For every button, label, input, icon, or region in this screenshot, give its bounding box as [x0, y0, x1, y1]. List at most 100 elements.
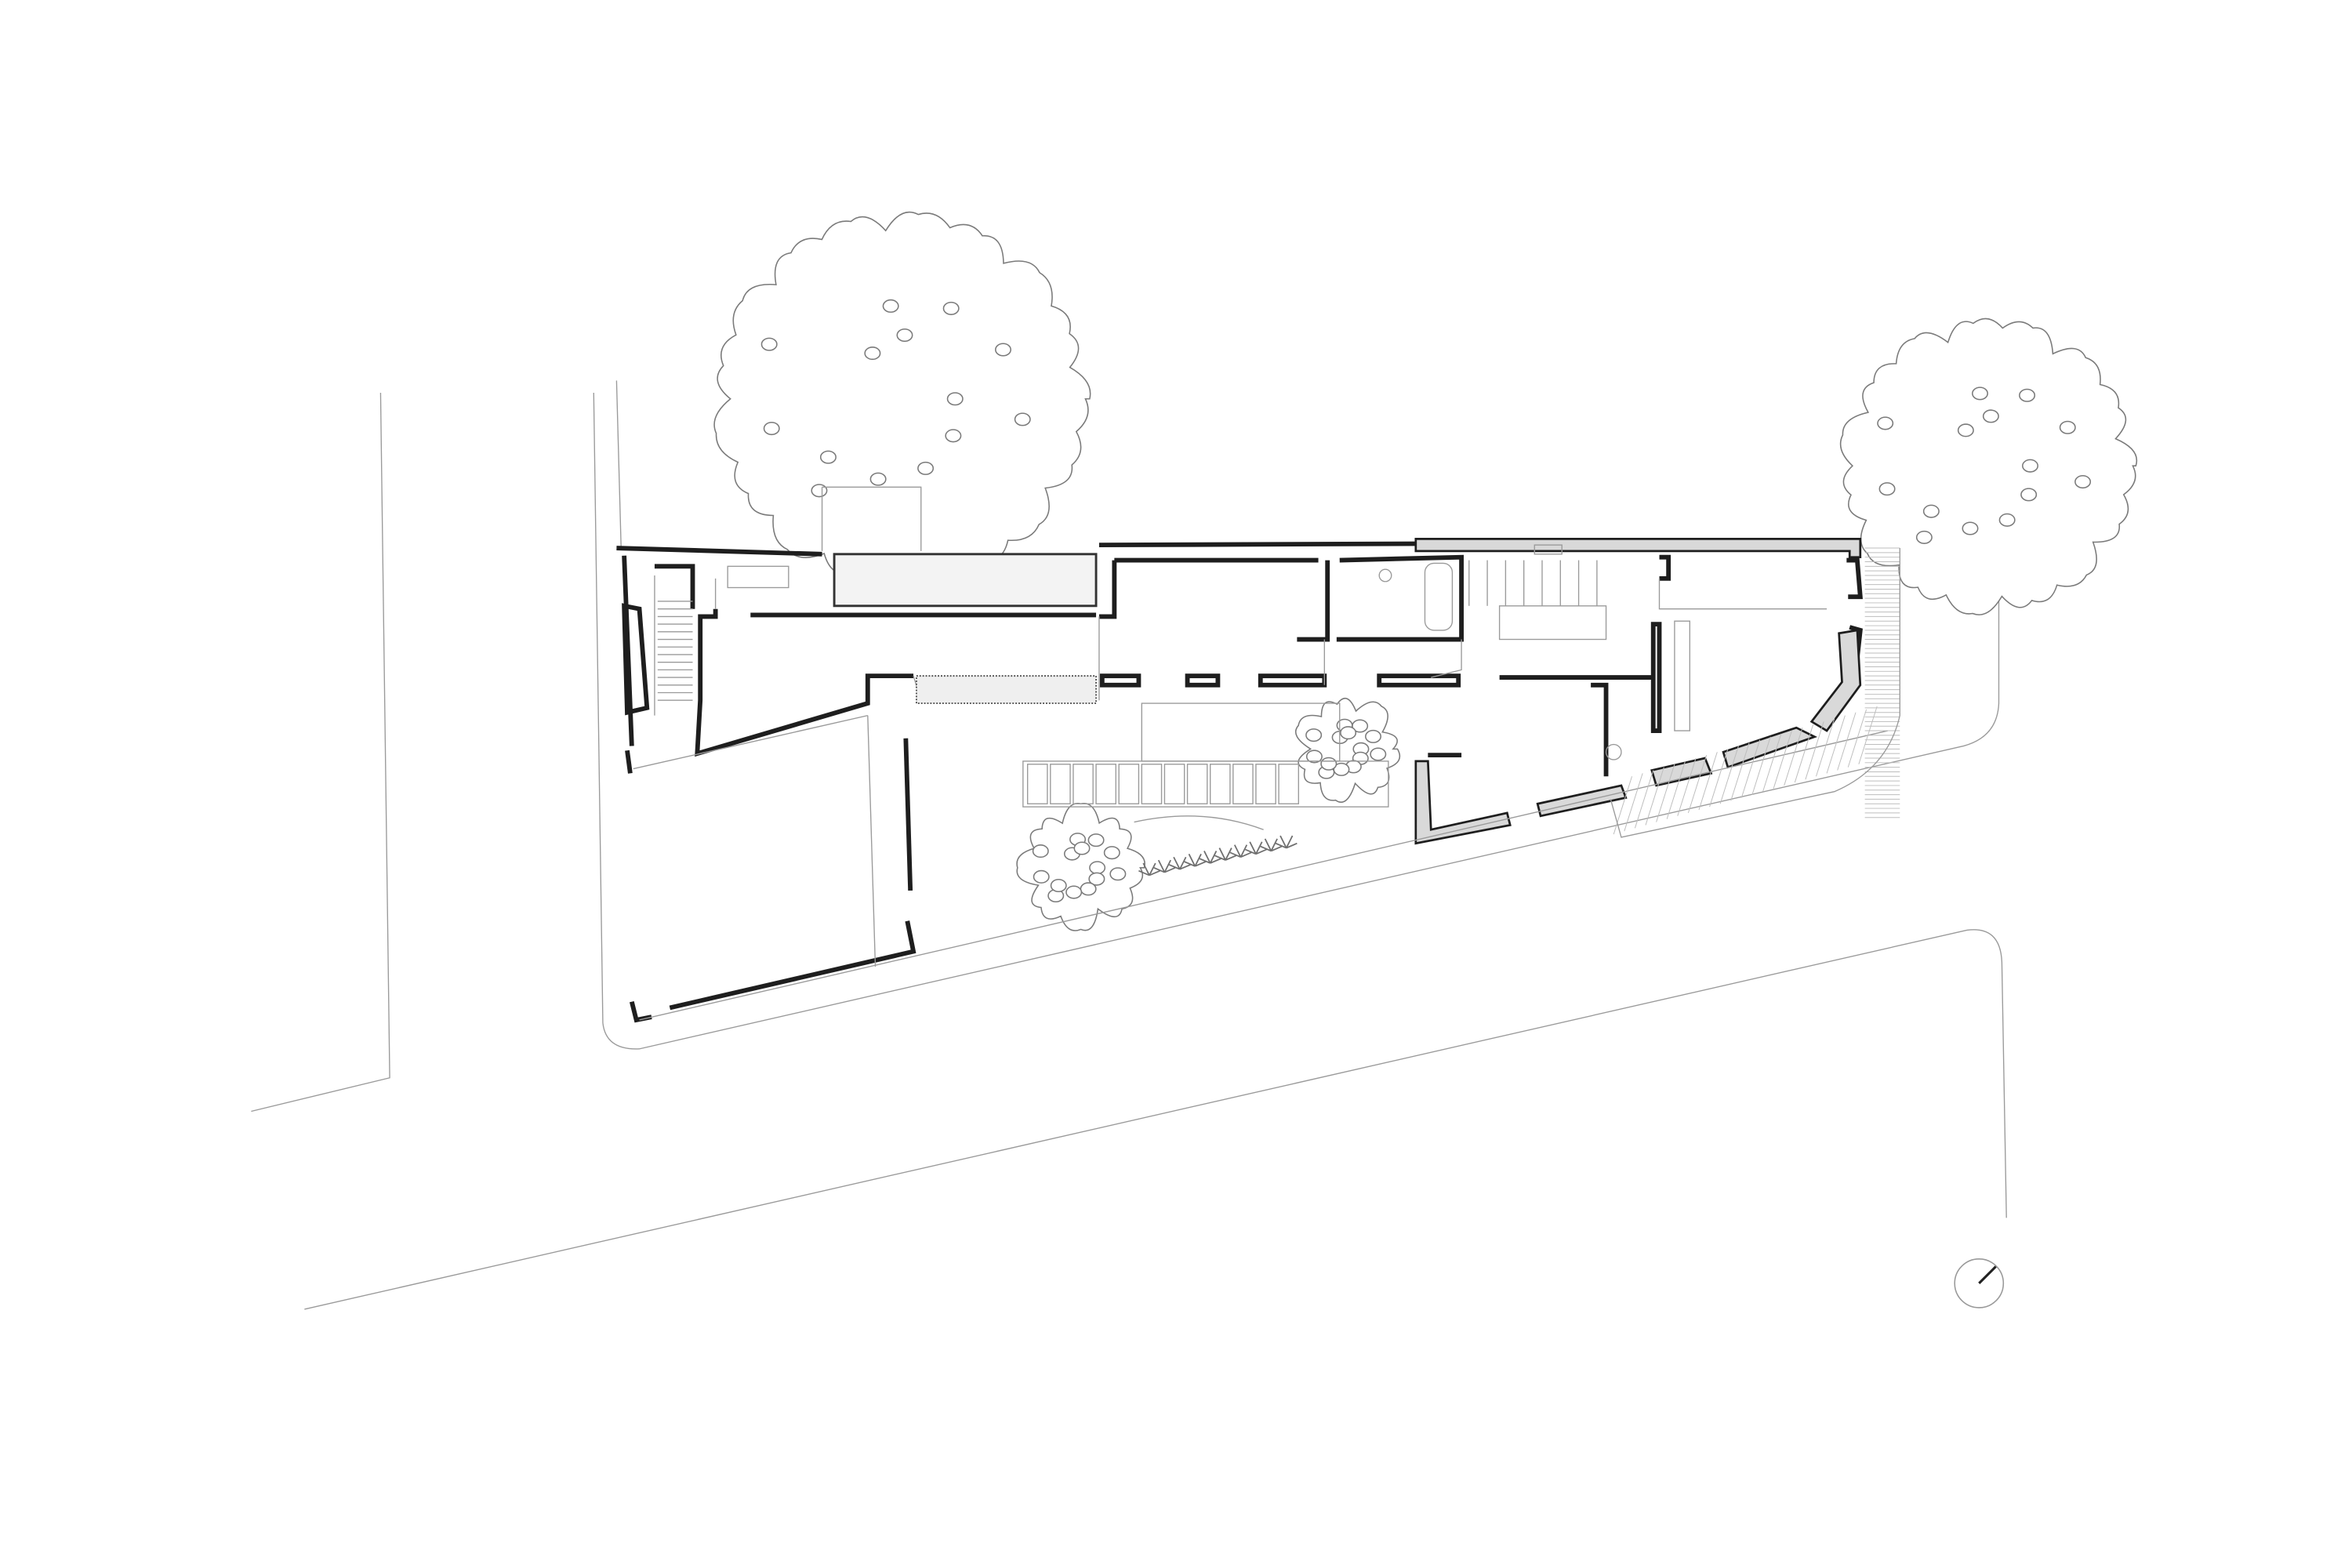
deck-board [1794, 724, 1814, 783]
tree-leaf-mark [917, 461, 935, 475]
deck-board [1624, 773, 1643, 832]
tree-leaf-mark [1080, 882, 1097, 896]
paver [1232, 764, 1254, 804]
tree-leaf-mark [1073, 841, 1091, 855]
tree-leaf-mark [2019, 388, 2036, 402]
stairs [657, 560, 1598, 701]
paver [1073, 764, 1094, 804]
planter [833, 553, 1098, 608]
walls [616, 538, 1863, 1023]
tree-leaf-mark [1333, 762, 1350, 776]
palm-plant [1184, 853, 1207, 867]
tree-leaf-mark [869, 472, 887, 486]
tree-leaf-mark [945, 429, 962, 443]
deck-board [1677, 757, 1697, 816]
deck-board [1634, 770, 1654, 829]
palm-plant [1153, 859, 1176, 873]
tree-leaf-mark [1352, 719, 1369, 733]
tree-leaf-mark [1877, 416, 1894, 430]
tree-leaf-mark [1982, 409, 1999, 423]
courtyard-paving [1022, 760, 1389, 877]
paver [1163, 764, 1185, 804]
tree-leaf-mark [1998, 513, 2016, 527]
deck-board [1773, 730, 1792, 789]
palm-plant [1260, 838, 1283, 852]
tree-leaf-mark [763, 421, 780, 436]
north-arrow-icon [1954, 1258, 2005, 1308]
deck-board [1816, 718, 1835, 777]
deck-board [1666, 760, 1686, 819]
planter-strip [915, 675, 1098, 705]
deck [1610, 547, 1900, 838]
bathtub [1424, 562, 1454, 631]
paver [1186, 764, 1208, 804]
tree-leaf-mark [1088, 872, 1105, 886]
tree-leaf-mark [1089, 861, 1106, 875]
palm-plant [1168, 856, 1191, 870]
paver [1118, 764, 1140, 804]
tree-leaf-mark [1922, 504, 1940, 518]
tree-leaf-mark [896, 328, 913, 343]
deck-board [1709, 749, 1729, 808]
vanity [727, 565, 789, 589]
tree-leaf-mark [1050, 878, 1067, 893]
tree-leaf-mark [1087, 833, 1105, 848]
tree-leaf-mark [1032, 844, 1049, 858]
neighbour-boundary [251, 392, 390, 1112]
tree-leaf-mark [942, 301, 960, 315]
paver [1141, 764, 1163, 804]
tree-leaf-mark [1033, 869, 1050, 884]
street-edge [304, 929, 2007, 1310]
deck-board [1719, 746, 1739, 804]
paver [1027, 764, 1048, 804]
deck-board [1698, 752, 1718, 811]
palm-plant [1138, 862, 1160, 877]
tree-canopy-icon [1839, 318, 2138, 615]
paver [1210, 764, 1231, 804]
tree-leaf-mark [1305, 750, 1323, 764]
deck-board [1740, 739, 1761, 798]
palm-plant [1229, 844, 1252, 858]
tree-canopy-icon [1016, 802, 1145, 931]
deck-board [1645, 767, 1664, 826]
tree-leaf-mark [864, 347, 881, 361]
paver [1095, 764, 1116, 804]
deck-board [1858, 706, 1878, 764]
tree-leaf-mark [1962, 521, 1979, 535]
deck-board [1687, 754, 1708, 814]
deck-edge [1610, 548, 1900, 838]
tree-leaf-mark [1365, 729, 1381, 743]
tree-leaf-mark [811, 484, 828, 498]
tree-leaf-mark [946, 392, 964, 406]
site-boundary-inner [615, 380, 622, 549]
tree-leaf-mark [1109, 867, 1127, 881]
toilet [1605, 743, 1622, 760]
courtyard-lawn [1141, 702, 1341, 762]
tree-leaf-mark [1370, 747, 1387, 761]
palm-plant [1214, 848, 1237, 861]
tree-leaf-mark [1957, 423, 1974, 437]
tree-leaf-mark [1014, 412, 1031, 426]
deck-board [1656, 764, 1675, 822]
tree-leaf-mark [760, 337, 778, 351]
palm-plant [1199, 851, 1221, 864]
deck-board [1837, 712, 1857, 771]
basin [1378, 568, 1392, 583]
deck-board [1730, 742, 1750, 801]
site-boundary [593, 392, 2000, 1050]
tree-leaf-mark [819, 450, 837, 464]
deck-board [1847, 709, 1867, 768]
tree-canopy-icon [713, 211, 1091, 589]
deck-board [1805, 721, 1824, 780]
tree-leaf-mark [1878, 482, 1896, 496]
tree-leaf-mark [1065, 885, 1083, 899]
trees [713, 211, 2138, 931]
tree-leaf-mark [1340, 726, 1357, 740]
paver [1050, 764, 1071, 804]
deck-board [1613, 776, 1633, 835]
paver [1278, 764, 1299, 804]
tree-leaf-mark [2022, 459, 2038, 473]
tree-leaf-mark [2059, 420, 2076, 434]
palm-plant [1275, 835, 1298, 849]
